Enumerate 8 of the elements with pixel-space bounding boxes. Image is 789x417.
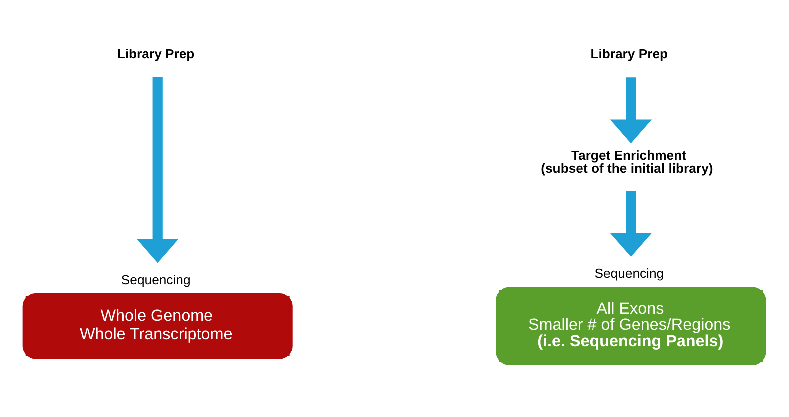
node-text: Library Prep	[590, 46, 668, 62]
arrow	[610, 77, 652, 144]
arrow	[610, 190, 652, 257]
node-text: Target Enrichment (subset of the initial library)	[541, 147, 714, 176]
node-text: Library Prep	[117, 46, 195, 62]
node-label: Sequencing	[121, 272, 191, 287]
arrow	[136, 77, 179, 263]
node-label: Sequencing	[594, 266, 664, 281]
